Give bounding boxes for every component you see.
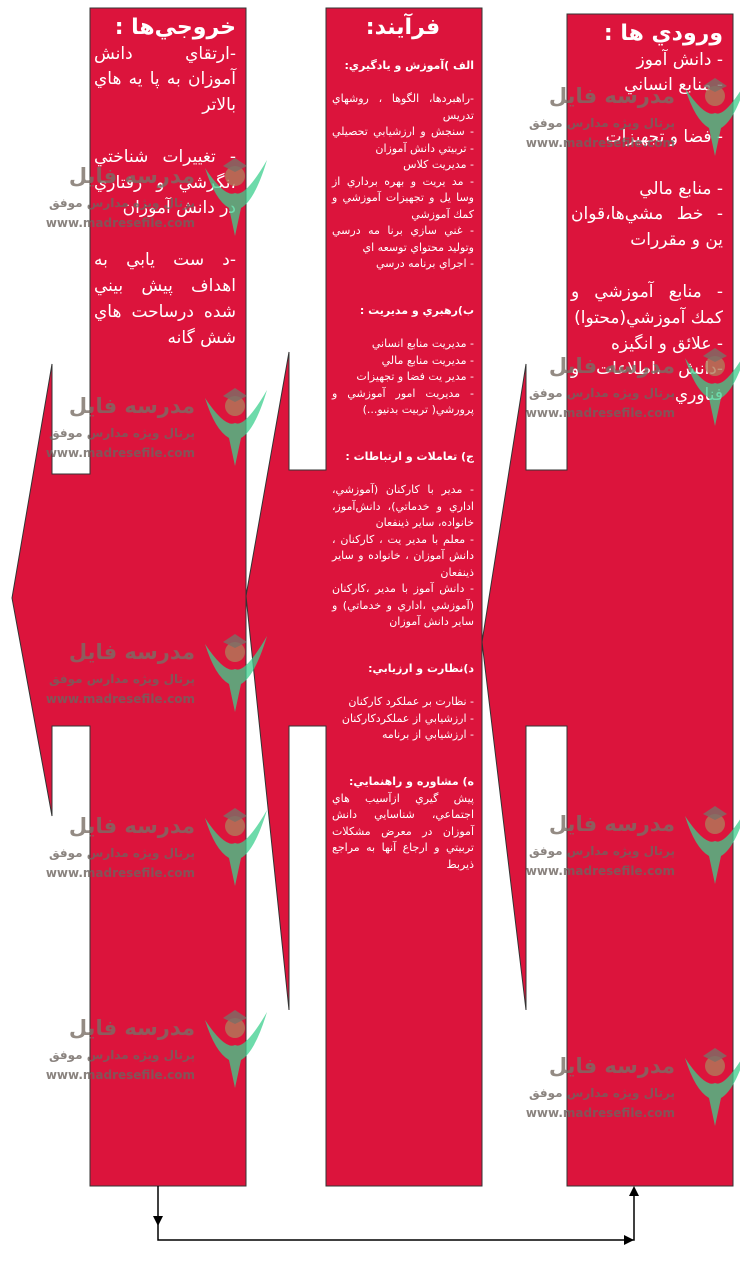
process-title: فرآيند: bbox=[365, 15, 441, 40]
outputs-arrow-shape bbox=[11, 7, 247, 1187]
process-arrow-shape bbox=[245, 7, 483, 1187]
feedback-connector bbox=[157, 1186, 635, 1241]
section-body: - نظارت بر عملكرد كاركنان - ارزشيابي از … bbox=[341, 695, 474, 741]
inputs-arrow-shape bbox=[481, 13, 734, 1187]
process-section-counseling: ه) مشاوره و راهنمايي: پيش گيري ازآسيب ها… bbox=[332, 758, 474, 874]
section-heading: ب)رهبري و مديريت : bbox=[359, 304, 474, 317]
feedback-arrowhead-up bbox=[629, 1186, 639, 1196]
outputs-body: -ارتقاي دانش آموزان به پا يه هاي بالاتر … bbox=[94, 43, 236, 348]
section-heading: الف )آموزش و يادگيري: bbox=[344, 59, 474, 72]
section-body: - مديريت منابع انساني - مديريت منابع مال… bbox=[332, 337, 474, 416]
feedback-arrowhead-right bbox=[624, 1235, 634, 1245]
process-section-communication: ج) تعاملات و ارتباطات : - مدير با كاركنا… bbox=[332, 433, 474, 631]
process-box: فرآيند: الف )آموزش و يادگيري: -راهبردها،… bbox=[326, 8, 482, 1186]
inputs-body: - دانش آموز - منابع انساني - فضا و تجهيز… bbox=[571, 49, 723, 406]
inputs-title: ورودي ها : bbox=[603, 21, 723, 46]
section-heading: ه) مشاوره و راهنمايي: bbox=[348, 775, 474, 788]
section-heading: د)نظارت و ارزيابي: bbox=[368, 662, 474, 675]
section-body: - مدير با كاركنان (آموزشي، اداري و خدمات… bbox=[332, 483, 474, 628]
feedback-arrowhead-down bbox=[153, 1216, 163, 1226]
outputs-box: خروجي‌ها : -ارتقاي دانش آموزان به پا يه … bbox=[90, 8, 246, 1186]
process-section-management: ب)رهبري و مديريت : - مديريت منابع انساني… bbox=[332, 287, 474, 419]
section-body: -راهبردها، الگوها ، روشهاي تدريس - سنجش … bbox=[332, 92, 474, 270]
inputs-box: ورودي ها : - دانش آموز - منابع انساني - … bbox=[567, 14, 733, 1186]
section-heading: ج) تعاملات و ارتباطات : bbox=[345, 450, 474, 463]
process-section-evaluation: د)نظارت و ارزيابي: - نظارت بر عملكرد كار… bbox=[332, 645, 474, 744]
process-section-teaching: الف )آموزش و يادگيري: -راهبردها، الگوها … bbox=[332, 42, 474, 273]
section-body: پيش گيري ازآسيب هاي اجتماعي، شناسايي دان… bbox=[332, 791, 474, 871]
outputs-title: خروجي‌ها : bbox=[114, 15, 236, 40]
